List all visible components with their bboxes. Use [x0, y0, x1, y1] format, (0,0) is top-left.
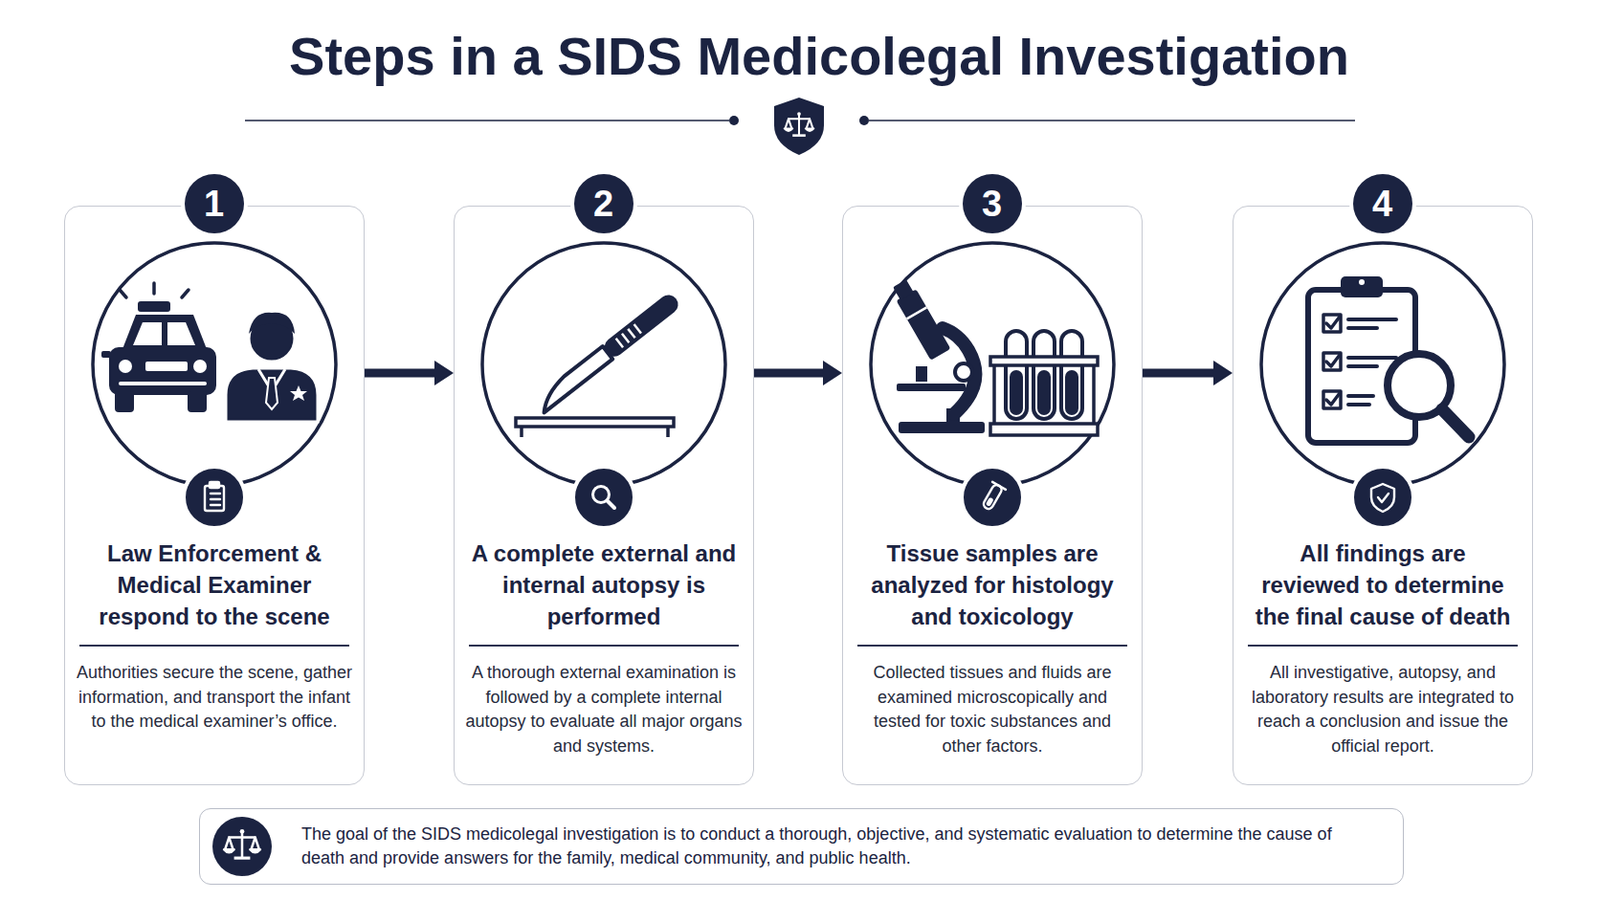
diagram-title: Steps in a SIDS Medicolegal Investigatio…	[19, 22, 1600, 90]
step-heading: A complete external and internal autopsy…	[454, 537, 754, 633]
step-heading: All findings are reviewed to determine t…	[1233, 537, 1533, 633]
step-description: Authorities secure the scene, gather inf…	[65, 661, 364, 735]
step-number-badge: 1	[184, 174, 245, 234]
divider-line	[1247, 644, 1518, 647]
step-card: Law Enforcement & Medical Examiner respo…	[64, 205, 365, 786]
step-description: All investigative, autopsy, and laborato…	[1233, 661, 1533, 759]
step-heading: Law Enforcement & Medical Examiner respo…	[65, 537, 364, 633]
step-number-badge: 2	[574, 174, 634, 234]
goal-text: The goal of the SIDS medicolegal investi…	[301, 822, 1374, 871]
step-card: A complete external and internal autopsy…	[453, 205, 755, 786]
title-ornament-part	[244, 119, 730, 122]
step-arrow	[364, 369, 435, 378]
title-ornament-part	[729, 115, 739, 126]
title-ornament-part	[774, 97, 824, 156]
step-description: Collected tissues and fluids are examine…	[843, 661, 1142, 759]
step-description: A thorough external examination is follo…	[454, 661, 754, 759]
step-heading: Tissue samples are analyzed for histolog…	[843, 537, 1142, 633]
step-number-badge: 3	[962, 174, 1023, 234]
title-ornament-part	[868, 119, 1356, 122]
step-arrow	[1142, 369, 1214, 378]
divider-line	[857, 644, 1128, 647]
title-ornament	[244, 97, 1356, 156]
step-number: 4	[1353, 174, 1413, 234]
divider-line	[468, 644, 739, 647]
divider-line	[79, 644, 350, 647]
step-arrow	[754, 369, 823, 378]
title-ornament-part	[784, 111, 815, 137]
step-number: 2	[574, 174, 634, 234]
step-card: All findings are reviewed to determine t…	[1232, 205, 1534, 786]
step-number: 3	[962, 174, 1023, 234]
step-card: Tissue samples are analyzed for histolog…	[842, 205, 1143, 786]
step-number-badge: 4	[1353, 174, 1413, 234]
goal-note-box: The goal of the SIDS medicolegal investi…	[199, 808, 1404, 886]
step-number: 1	[184, 174, 245, 234]
title-ornament-part	[859, 115, 869, 126]
